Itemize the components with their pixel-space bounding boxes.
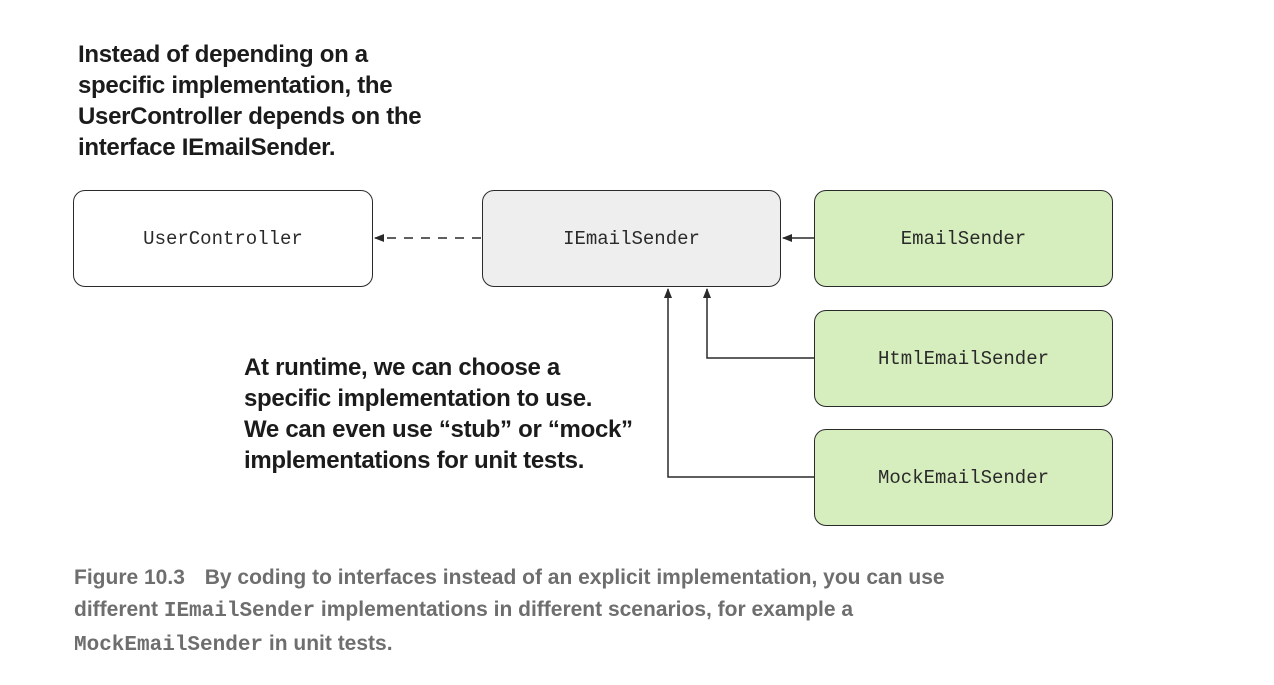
note-line: Instead of depending on a — [78, 41, 368, 68]
caption-line: Figure 10.3 By coding to interfaces inst… — [74, 562, 1224, 594]
figure-label: Figure 10.3 — [74, 566, 185, 589]
interface-dependency-note: Instead of depending on a specific imple… — [78, 39, 422, 163]
caption-code: MockEmailSender — [74, 634, 264, 657]
caption-text: By coding to interfaces instead of an ex… — [204, 566, 945, 589]
htmlemailsender-implements-arrow — [703, 288, 814, 359]
note-line: We can even use “stub” or “mock” — [244, 416, 633, 443]
caption-line: MockEmailSender in unit tests. — [74, 628, 1224, 662]
figure-caption: Figure 10.3 By coding to interfaces inst… — [74, 562, 1224, 662]
iemailsender-interface-box: IEmailSender — [482, 190, 781, 287]
mockemailsender-box: MockEmailSender — [814, 429, 1113, 526]
note-line: At runtime, we can choose a — [244, 354, 560, 381]
emailsender-box: EmailSender — [814, 190, 1113, 287]
caption-line: different IEmailSender implementations i… — [74, 594, 1224, 628]
caption-text: implementations in different scenarios, … — [320, 598, 854, 621]
note-line: interface IEmailSender. — [78, 134, 336, 161]
caption-text: different — [74, 598, 158, 621]
note-line: implementations for unit tests. — [244, 447, 585, 474]
note-line: specific implementation, the — [78, 72, 393, 99]
htmlemailsender-box: HtmlEmailSender — [814, 310, 1113, 407]
note-line: specific implementation to use. — [244, 385, 593, 412]
runtime-choice-note: At runtime, we can choose a specific imp… — [244, 352, 633, 476]
caption-code: IEmailSender — [163, 600, 316, 623]
mockemailsender-implements-arrow — [664, 288, 814, 478]
note-line: UserController depends on the — [78, 103, 422, 130]
caption-text: in unit tests. — [268, 632, 393, 655]
usercontroller-box: UserController — [73, 190, 373, 287]
